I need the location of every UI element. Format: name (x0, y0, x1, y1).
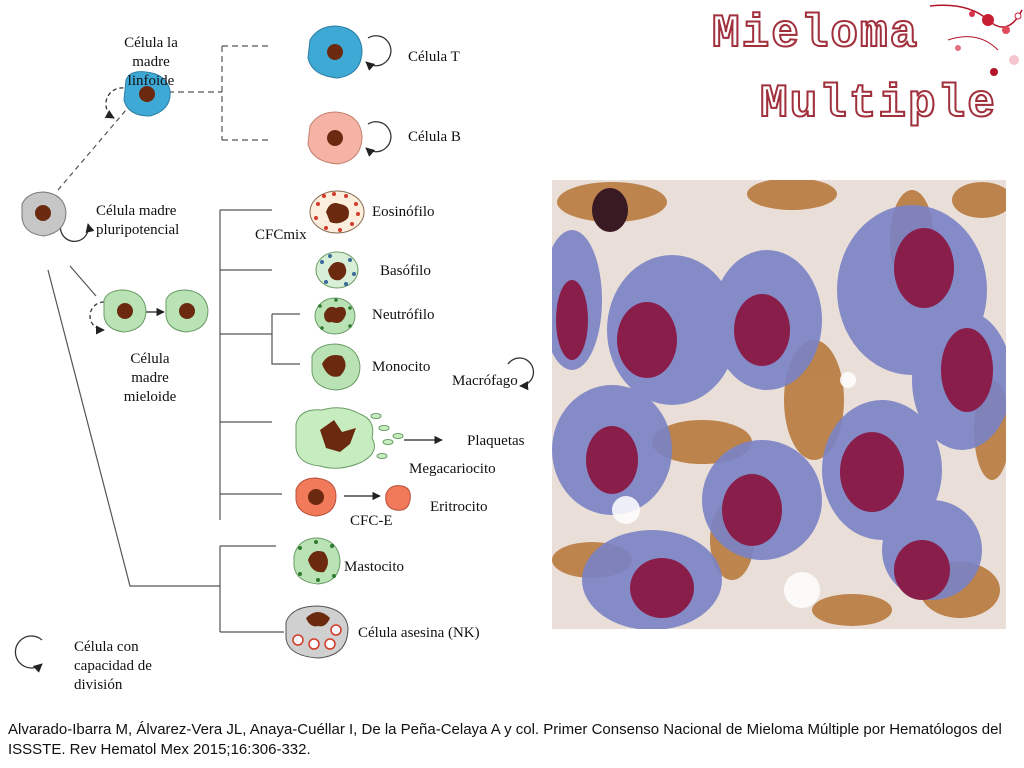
myeloid-stem-label: Célula madre mieloide (123, 351, 177, 405)
myeloid-stem-cell (103, 289, 147, 333)
lymphoid-stem-cell (123, 71, 171, 117)
myeloid-progenitor-cell (165, 289, 209, 333)
eosinophil-label: Eosinófilo (372, 204, 435, 220)
pluripotent-stem-cell (21, 191, 67, 237)
title-line-2: Multiple (759, 77, 997, 131)
t-cell (307, 25, 363, 79)
basophil-cell (315, 251, 359, 289)
erythrocyte-label: Eritrocito (430, 499, 488, 515)
macrophage-label: Macrófago (452, 373, 518, 389)
megakaryocyte-cell (295, 407, 404, 469)
eosinophil-cell (309, 190, 365, 234)
lymphoid-stem-label: Célula la madre linfoide (124, 35, 178, 89)
floral-decoration-icon (929, 4, 1023, 76)
mast-cell (293, 537, 341, 585)
nk-cell (285, 605, 349, 659)
myeloma-micrograph-image (552, 180, 1006, 629)
erythrocyte-cell (385, 485, 411, 511)
citation-text: Alvarado-Ibarra M, Álvarez-Vera JL, Anay… (8, 721, 1002, 759)
neutrophil-cell (314, 297, 356, 335)
monocyte-label: Monocito (372, 359, 431, 375)
legend-label: Célula con capacidad de división (74, 639, 152, 693)
neutrophil-label: Neutrófilo (372, 307, 435, 323)
hematopoiesis-diagram (14, 25, 535, 673)
title-line-1: Mieloma (711, 7, 920, 61)
cfcmix-label: CFCmix (255, 227, 307, 243)
differentiation-arrows (145, 307, 443, 501)
mast-cell-label: Mastocito (344, 559, 404, 575)
cfce-label: CFC-E (350, 513, 393, 529)
basophil-label: Basófilo (380, 263, 431, 279)
pluripotent-stem-label: Célula madre pluripotencial (96, 203, 180, 238)
erythroid-progenitor-cell (295, 477, 337, 517)
t-cell-label: Célula T (408, 49, 460, 65)
monocyte-cell (311, 343, 361, 391)
nk-cell-label: Célula asesina (NK) (358, 625, 480, 641)
b-cell (307, 111, 363, 165)
b-cell-label: Célula B (408, 129, 461, 145)
platelets-label: Plaquetas (467, 433, 525, 449)
connector-lines (47, 45, 300, 633)
megakaryocyte-label: Megacariocito (409, 461, 496, 477)
